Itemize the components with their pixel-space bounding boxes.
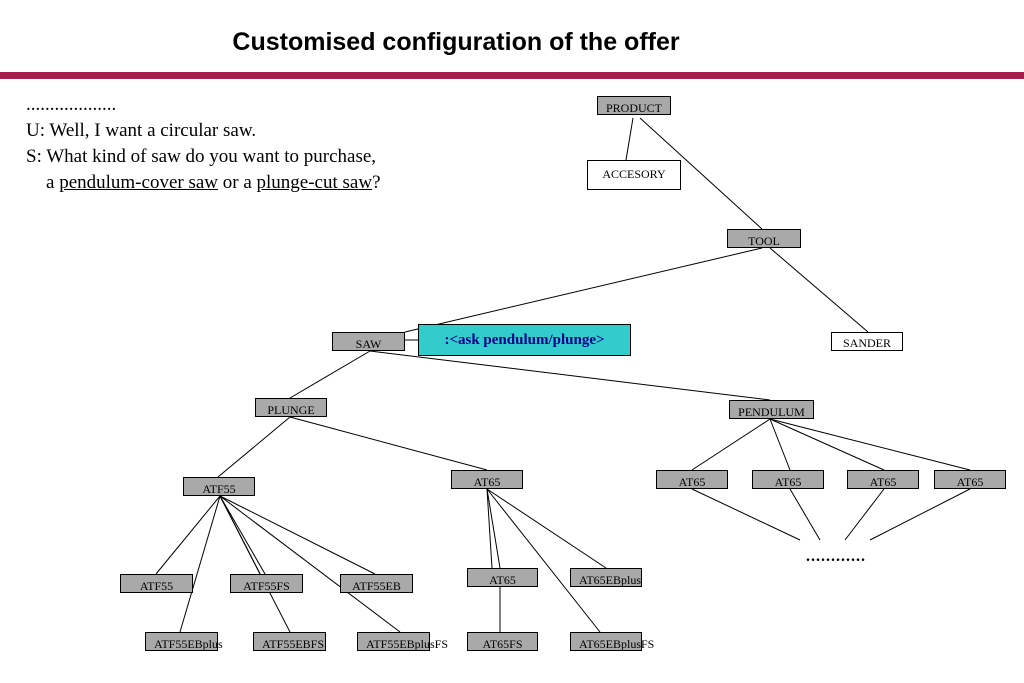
edge-atf55-atf55eb [219,495,376,575]
action-ask-pendulum-plunge: :<ask pendulum/plunge> [418,324,631,356]
options-end: ? [372,172,381,193]
user-utterance: U: Well, I want a circular saw. [26,120,257,141]
edge-at65-at65-leaf-b [486,488,493,569]
node-tool: TOOL [727,229,801,248]
edge-atf55-atf55ebplus [179,495,221,633]
system-utterance-2: a pendulum-cover saw or a plunge-cut saw… [26,170,381,196]
edge-at65-2-ellipsis [789,488,821,541]
edge-saw-plunge [289,350,371,399]
dialogue-dots: ................... [26,94,117,115]
node-at65: AT65 [451,470,523,489]
node-pendulum-at65-2: AT65 [752,470,824,489]
edge-at65-at65ebplusfs [486,488,601,633]
edge-pendulum-at65-1 [691,418,771,471]
edge-pendulum-at65-2 [769,418,791,471]
edge-saw-pendulum [369,350,771,401]
node-pendulum: PENDULUM [729,400,814,419]
system-utterance-1: S: What kind of saw do you want to purch… [26,146,377,167]
node-plunge: PLUNGE [255,398,327,417]
node-pendulum-at65-3: AT65 [847,470,919,489]
node-at65-leaf: AT65 [467,568,538,587]
option-plunge-cut-saw: plunge-cut saw [256,172,373,193]
edge-tool-saw [404,247,763,333]
edge-atf55-atf55fs [219,495,266,575]
node-pendulum-at65-4: AT65 [934,470,1006,489]
edge-plunge-at65 [289,416,488,471]
node-atf55ebplus: ATF55EBplus [145,632,223,651]
edge-atf55-atf55ebplusfs [219,495,401,633]
edge-at65-at65ebplus [486,488,607,569]
edge-at65-4-ellipsis [869,488,971,541]
node-atf55eb: ATF55EB [340,574,413,593]
node-atf55-leaf: ATF55 [120,574,193,593]
edge-at65-1-ellipsis [691,488,801,541]
edge-tool-sander [769,247,869,333]
edge-plunge-atf55 [217,416,291,478]
edge-pendulum-at65-3 [769,418,885,471]
edge-product-accesory [625,117,634,161]
option-pendulum-cover-saw: pendulum-cover saw [59,172,218,193]
edge-atf55-atf55ebfs [219,495,291,633]
options-prefix: a [46,172,60,193]
node-atf55fs: ATF55FS [230,574,303,593]
node-sander: SANDER [831,332,903,351]
edge-at65-at65-leaf [486,488,501,569]
node-at65fs: AT65FS [467,632,538,651]
node-atf55ebplusfs: ATF55EBplusFS [357,632,448,651]
more-nodes-ellipsis: ............ [806,548,866,565]
node-at65ebplus: AT65EBplus [570,568,642,587]
node-pendulum-at65-1: AT65 [656,470,728,489]
slide-title: Customised configuration of the offer [232,28,680,56]
node-accesory: ACCESORY [587,160,681,190]
node-product: PRODUCT [597,96,671,115]
edge-pendulum-at65-4 [769,418,971,471]
dialogue-text: ................... U: Well, I want a ci… [26,92,381,196]
node-atf55: ATF55 [183,477,255,496]
node-atf55ebfs: ATF55EBFS [253,632,326,651]
node-saw: SAW [332,332,405,351]
edge-at65-3-ellipsis [844,488,885,541]
edge-product-tool [639,117,763,230]
options-connector: or a [218,172,257,193]
title-rule [0,72,1024,79]
node-at65ebplusfs: AT65EBplusFS [570,632,654,651]
edge-atf55-atf55-leaf [155,495,221,575]
